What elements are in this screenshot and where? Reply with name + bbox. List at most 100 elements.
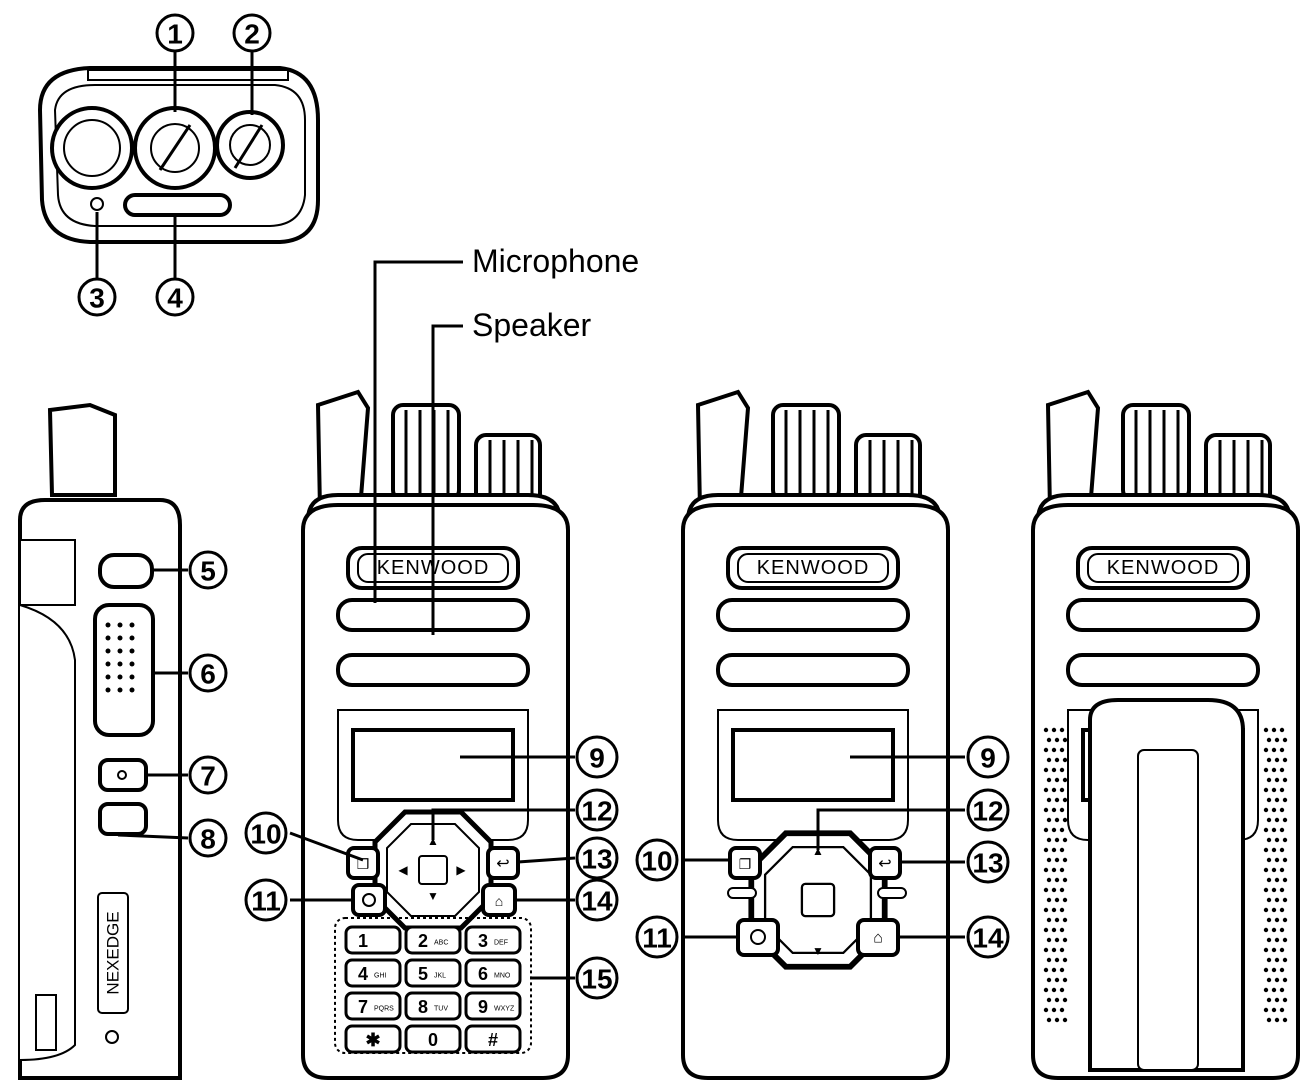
- grip-dot: [1043, 927, 1049, 933]
- grip-dot: [1059, 987, 1065, 993]
- svg-text:14: 14: [972, 923, 1004, 954]
- grip-dot: [1279, 927, 1285, 933]
- grip-dot: [1279, 947, 1285, 953]
- grip-dot: [1043, 947, 1049, 953]
- grip-dot: [1266, 877, 1272, 883]
- grip-dot: [1279, 727, 1285, 733]
- grip-dot: [1282, 837, 1288, 843]
- grip-dot: [1046, 937, 1052, 943]
- menu-icon-2: ❐: [739, 856, 752, 872]
- callout-10: 10: [244, 811, 288, 855]
- right-arrow-icon: ▶: [456, 863, 466, 877]
- grip-dot: [1274, 837, 1280, 843]
- grip-dot: [1282, 817, 1288, 823]
- grip-dot: [1282, 777, 1288, 783]
- callout-14-b: 14: [966, 915, 1010, 959]
- grip-dot: [1059, 947, 1065, 953]
- grip-dot: [1266, 797, 1272, 803]
- svg-text:13: 13: [581, 844, 612, 875]
- grip-dot: [1274, 917, 1280, 923]
- grip-dot: [1059, 967, 1065, 973]
- grip-dot: [1059, 1007, 1065, 1013]
- brand-logo-3: KENWOOD: [1107, 557, 1220, 579]
- keypad-key-0[interactable]: 1: [344, 925, 402, 955]
- keypad-key-label: 1: [358, 931, 368, 951]
- grip-dot: [1263, 767, 1269, 773]
- grip-dot: [1282, 957, 1288, 963]
- grip-dot: [1282, 977, 1288, 983]
- back-view: KENWOOD: [1031, 390, 1300, 1080]
- grip-dot: [1062, 757, 1068, 763]
- grip-dot: [1271, 867, 1277, 873]
- keypad-key-sublabel: PQRS: [374, 1006, 394, 1013]
- grip-dot: [1266, 1017, 1272, 1023]
- svg-text:10: 10: [250, 819, 281, 850]
- grip-dot: [1263, 967, 1269, 973]
- grip-dot: [1271, 1007, 1277, 1013]
- keypad-key-sublabel: DEF: [494, 940, 508, 947]
- grip-dot: [1266, 777, 1272, 783]
- down-arrow-icon-2: ▼: [812, 944, 824, 958]
- grip-dot: [1266, 977, 1272, 983]
- keypad-key-10[interactable]: 0: [404, 1024, 462, 1054]
- grip-dot: [1051, 927, 1057, 933]
- grip-dot: [1266, 997, 1272, 1003]
- grip-dot: [1043, 867, 1049, 873]
- callout-5: 5: [188, 550, 228, 590]
- grip-dot: [1054, 817, 1060, 823]
- keypad-key-11[interactable]: #: [464, 1024, 522, 1054]
- grip-dot: [1279, 987, 1285, 993]
- grip-dot: [1263, 847, 1269, 853]
- grip-dot: [1266, 837, 1272, 843]
- grip-dot: [1051, 847, 1057, 853]
- grip-dot: [1271, 787, 1277, 793]
- grip-dot: [1282, 997, 1288, 1003]
- grip-dot: [1059, 727, 1065, 733]
- grip-dot: [1274, 857, 1280, 863]
- grip-dot: [1043, 827, 1049, 833]
- grip-dot: [1274, 997, 1280, 1003]
- grip-dot: [1271, 927, 1277, 933]
- grip-dot: [1059, 867, 1065, 873]
- grip-dot: [1043, 887, 1049, 893]
- grip-dot: [1051, 807, 1057, 813]
- grip-dot: [1059, 747, 1065, 753]
- grip-dot: [1046, 737, 1052, 743]
- keypad-key-label: 2: [418, 931, 428, 951]
- grip-dot: [1051, 887, 1057, 893]
- grip-dot: [1046, 1017, 1052, 1023]
- grip-dot: [1279, 967, 1285, 973]
- grip-dot: [1282, 877, 1288, 883]
- down-arrow-icon: ▼: [427, 889, 439, 903]
- callout-6: 6: [188, 653, 228, 693]
- grip-dot: [1054, 877, 1060, 883]
- grip-dot: [1059, 907, 1065, 913]
- back-icon: ↩: [496, 856, 509, 873]
- grip-dot: [1059, 807, 1065, 813]
- grip-dot: [1271, 967, 1277, 973]
- grip-dot: [1054, 797, 1060, 803]
- grip-dot: [1046, 957, 1052, 963]
- keypad-key-9[interactable]: ✱: [344, 1024, 402, 1054]
- grip-dot: [1051, 827, 1057, 833]
- grip-dot: [1051, 967, 1057, 973]
- callout-13: 13: [575, 836, 619, 880]
- grip-dot: [1046, 857, 1052, 863]
- grip-dot: [1062, 837, 1068, 843]
- grip-dot: [1062, 737, 1068, 743]
- grip-dot: [1266, 937, 1272, 943]
- keypad-key-sublabel: WXYZ: [494, 1006, 515, 1013]
- callout-3: 3: [77, 277, 117, 317]
- grip-dot: [1263, 787, 1269, 793]
- grip-dot: [1043, 987, 1049, 993]
- svg-text:12: 12: [972, 796, 1003, 827]
